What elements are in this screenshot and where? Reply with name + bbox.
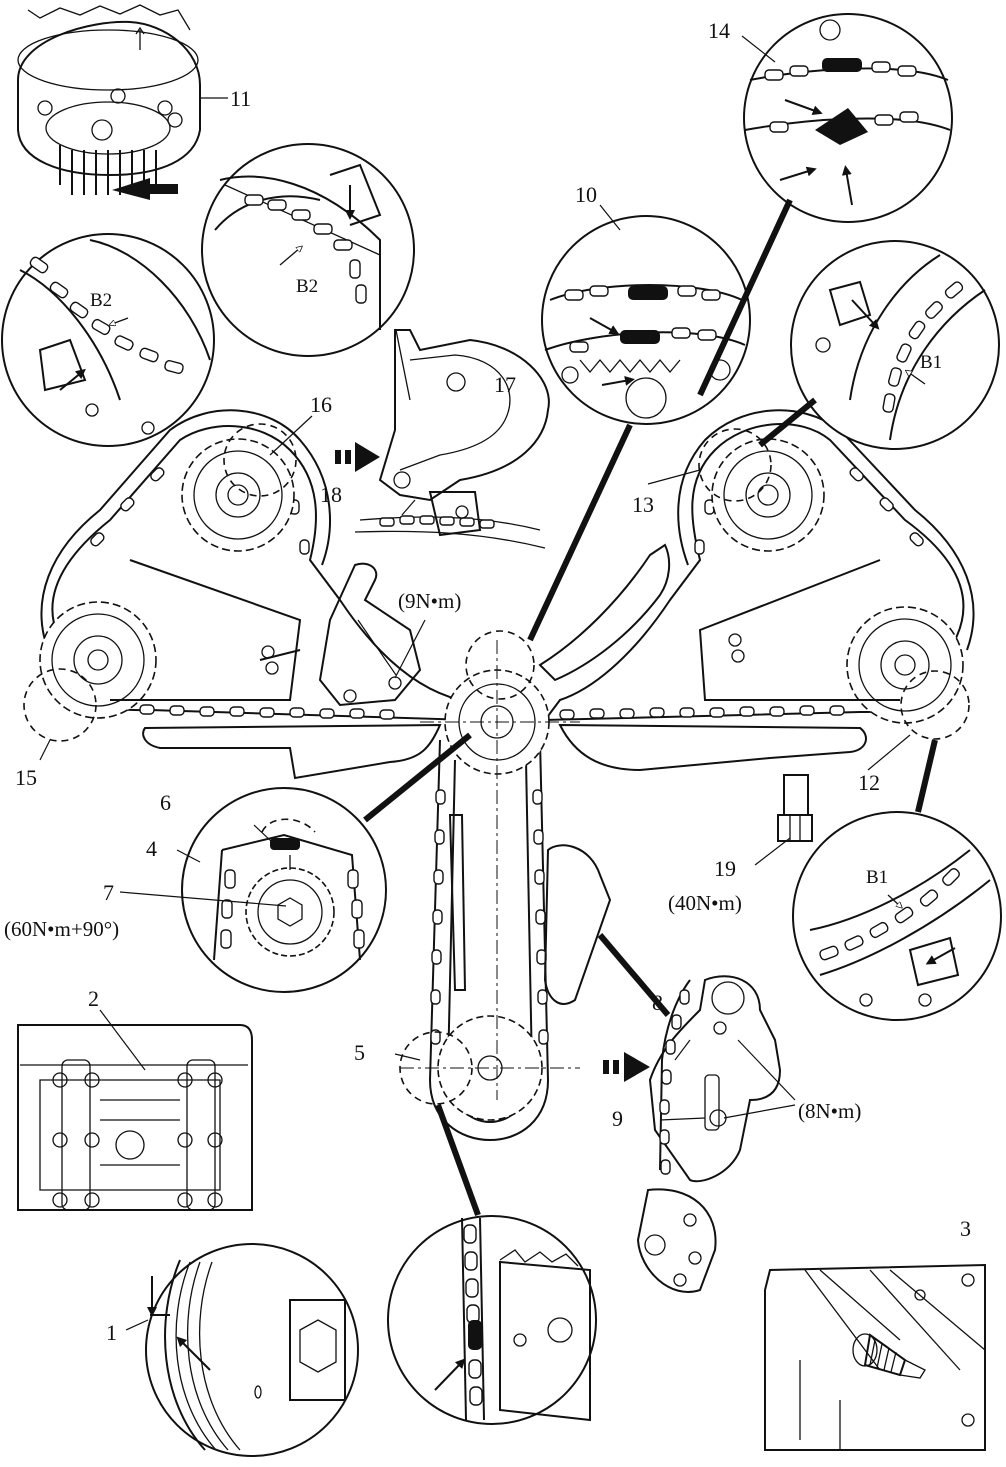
crankshaft-sprocket (437, 1015, 543, 1121)
callout-3: 3 (960, 1216, 971, 1241)
sprocket-right-lower (846, 606, 964, 724)
callout-9: 9 (612, 1106, 623, 1131)
mark-circle-16 (223, 423, 297, 497)
detail-b2-left (1, 233, 215, 447)
bank-marks: B2 B2 B1 B1 (90, 276, 942, 888)
callout-6: 6 (160, 790, 171, 815)
detail-17-18 (335, 329, 550, 549)
callout-14: 14 (708, 18, 730, 43)
left-lower-guide (142, 723, 442, 780)
torque-40nm: (40N•m) (668, 891, 742, 915)
detail-14 (697, 13, 953, 397)
tensioner-bracket (318, 562, 422, 707)
callout-16: 16 (310, 392, 332, 417)
torque-8nm: (8N•m) (798, 1099, 861, 1123)
bank-mark-b2-upper: B2 (296, 276, 318, 297)
callout-8: 8 (652, 990, 663, 1015)
torque-specs: (9N•m) (60N•m+90°) (40N•m) (8N•m) (4, 589, 861, 1123)
detail-3-sensor (764, 1263, 986, 1451)
crank-chain (428, 739, 550, 1142)
detail-5-crank-chain (387, 1103, 597, 1425)
right-lower-guide (558, 723, 867, 772)
sprocket-left-lower (39, 601, 157, 719)
torque-60nm-90deg: (60N•m+90°) (4, 917, 119, 941)
sprocket-left-upper (181, 438, 295, 552)
bank-mark-b1-upper: B1 (920, 352, 942, 373)
callout-15: 15 (15, 765, 37, 790)
detail-4 (181, 787, 387, 993)
callout-5: 5 (354, 1040, 365, 1065)
callout-11: 11 (230, 86, 251, 111)
chain-links (90, 467, 924, 1045)
sprocket-right-upper (711, 438, 825, 552)
detail-b1-upper (758, 240, 1000, 450)
camshaft-adjuster-detail (17, 4, 228, 200)
callout-18: 18 (320, 482, 342, 507)
detail-8-9 (597, 933, 796, 1293)
center-vertical-guide (448, 814, 467, 991)
callout-10: 10 (575, 182, 597, 207)
detail-2-cylinder-head (17, 1009, 253, 1211)
bank-mark-b2-left: B2 (90, 290, 112, 311)
tensioner-rail (543, 844, 612, 1005)
detail-10 (527, 215, 751, 642)
callout-1: 1 (106, 1320, 117, 1345)
detail-1-crank-mark (145, 1243, 359, 1457)
right-upper-guide (538, 543, 671, 682)
callout-4: 4 (146, 836, 157, 861)
callout-2: 2 (88, 986, 99, 1011)
chain-sensor (777, 774, 813, 842)
mark-circle-10 (465, 630, 535, 700)
main-chain-drive (23, 409, 975, 1142)
callout-12: 12 (858, 770, 880, 795)
mark-circle-5 (399, 1031, 473, 1105)
torque-9nm: (9N•m) (398, 589, 461, 613)
callout-13: 13 (632, 492, 654, 517)
callouts: 11 14 10 16 17 18 13 15 12 6 4 7 19 8 2 … (15, 18, 971, 1345)
mark-circle-12 (900, 670, 970, 740)
detail-b2-upper (201, 143, 415, 357)
detail-b1-lower (792, 739, 1002, 1021)
callout-7: 7 (103, 880, 114, 905)
leader-lines (39, 204, 911, 1331)
callout-17: 17 (494, 372, 516, 397)
callout-19: 19 (714, 856, 736, 881)
mark-circle-15 (23, 668, 97, 742)
bank-mark-b1-lower: B1 (866, 867, 888, 888)
